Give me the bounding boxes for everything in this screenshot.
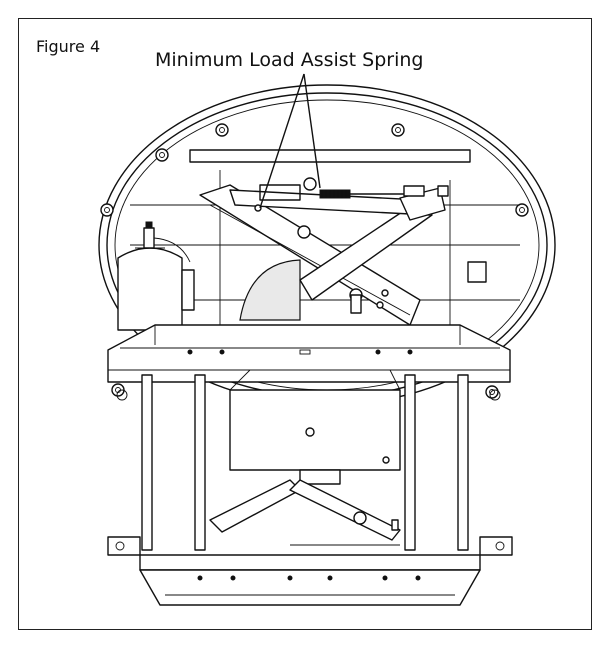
spring-callout-label: Minimum Load Assist Spring [155, 49, 424, 71]
ring-bolts [100, 123, 529, 399]
callout-leaders [259, 73, 321, 209]
top-platform [107, 324, 511, 401]
guide-posts [141, 374, 469, 551]
air-tank [117, 221, 195, 331]
scissor-arm-upper [199, 184, 446, 326]
air-bellows [239, 259, 301, 321]
assist-spring [259, 177, 449, 201]
scissor-arm-lower [209, 479, 401, 546]
centre-housing [229, 369, 401, 485]
bottom-base [107, 536, 513, 606]
figure-frame [18, 18, 592, 630]
figure-label: Figure 4 [36, 37, 101, 56]
